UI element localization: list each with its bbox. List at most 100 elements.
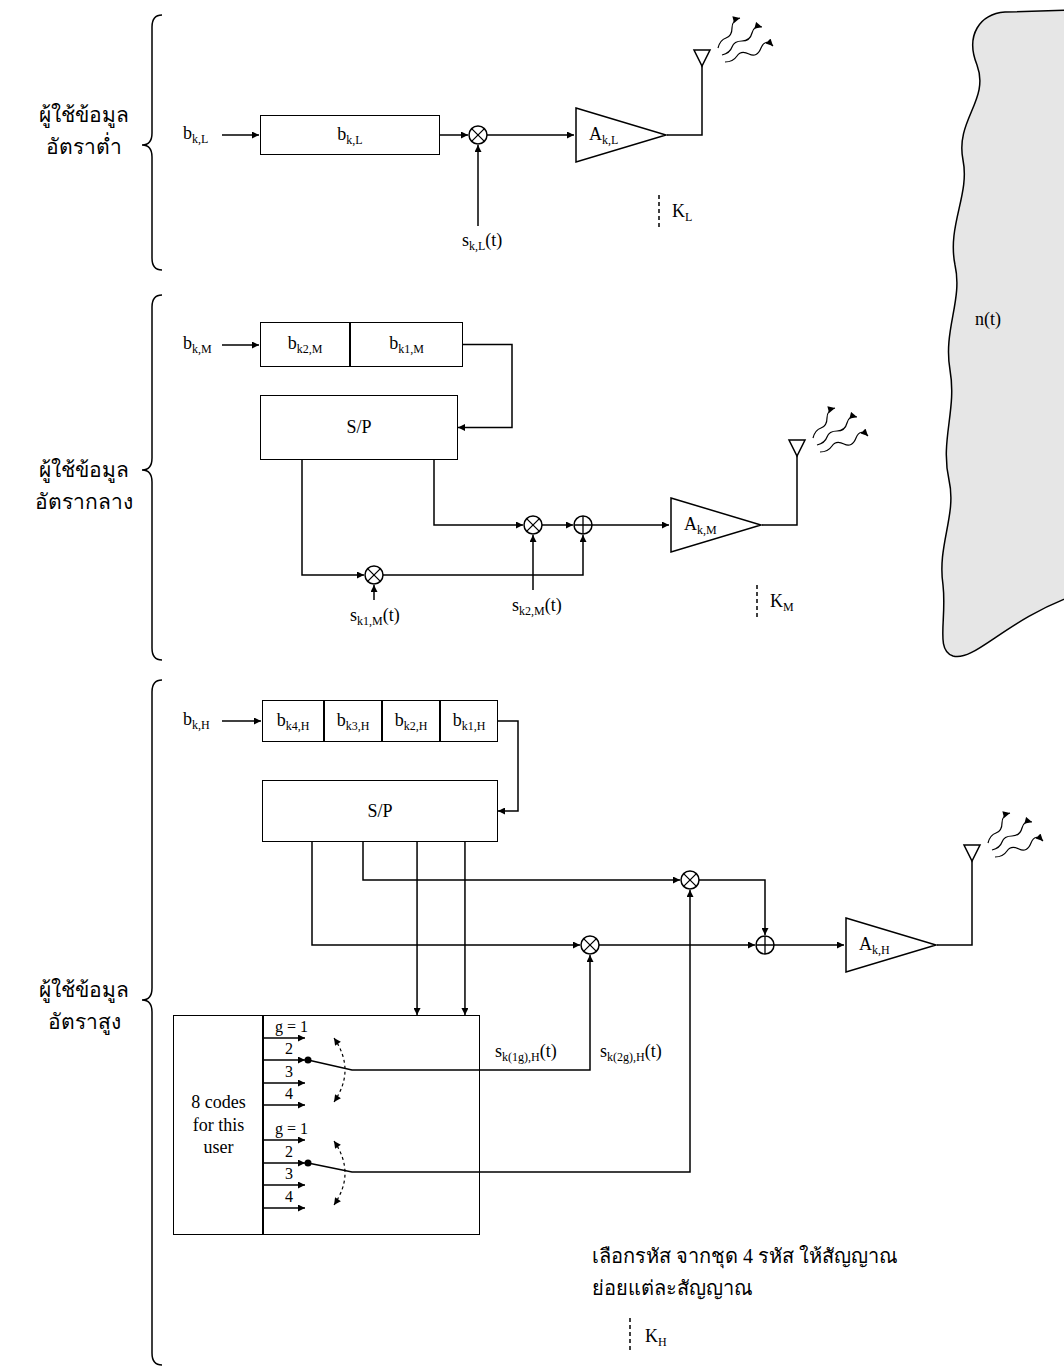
- symbol-letter: A: [859, 934, 872, 954]
- user-group-label: ผู้ใช้ข้อมูล อัตรากลาง: [28, 455, 140, 518]
- symbol-subscript: k2,H: [404, 719, 428, 733]
- signal-arrow: [264, 1207, 305, 1209]
- code-index: 4: [285, 1085, 293, 1103]
- user-count-marker: [629, 1318, 631, 1352]
- switch-pivot: [305, 1057, 312, 1167]
- noise-symbol: n(t): [975, 308, 1001, 330]
- multiplier-symbol: [524, 516, 542, 534]
- register-cell: bk3,H: [324, 700, 382, 742]
- code-index: 3: [285, 1165, 293, 1183]
- gain-symbol: Ak,M: [684, 513, 717, 538]
- antenna-symbol: [964, 845, 980, 861]
- amplifier-triangle: Ak,H: [845, 917, 937, 973]
- signal-wire: [222, 134, 259, 136]
- signal-wire: [308, 955, 590, 1070]
- symbol-letter: s: [512, 595, 519, 615]
- symbol-subscript: k1,H: [462, 719, 486, 733]
- signal-arrow: [264, 1139, 305, 1141]
- signal-wire: [373, 585, 375, 600]
- bit-symbol: bk4,H: [277, 709, 310, 734]
- signal-wire: [440, 134, 468, 136]
- group-brace: [142, 15, 162, 270]
- signal-wire: [774, 944, 844, 946]
- noise-cloud-outline: [942, 10, 1064, 657]
- antenna-symbol: [789, 440, 805, 456]
- signal-wire: [434, 460, 523, 525]
- amplifier-outline: [576, 108, 666, 162]
- signal-wire: [532, 535, 534, 590]
- bit-symbol: bk2,M: [288, 332, 323, 357]
- signal-wire: [383, 535, 583, 575]
- signal-arrow: [264, 1162, 305, 1164]
- bit-symbol: bk2,H: [395, 709, 428, 734]
- symbol-subscript: k2,M: [297, 342, 323, 356]
- user-count-marker: [658, 195, 660, 228]
- gain-symbol: Ak,L: [589, 123, 618, 148]
- signal-wire: [308, 890, 690, 1172]
- symbol-letter: K: [672, 201, 685, 221]
- signal-wire: [222, 344, 259, 346]
- symbol-subscript: k,L: [192, 132, 208, 146]
- amplifier-outline: [575, 107, 667, 163]
- signal-arrow: [264, 1104, 305, 1106]
- signal-arrow: [264, 1082, 305, 1084]
- symbol-subscript: k,L: [469, 239, 485, 253]
- symbol-letter: b: [288, 333, 297, 353]
- register-cell: bk1,M: [350, 322, 463, 367]
- spreading-code-label: sk1,M(t): [350, 604, 400, 629]
- code-index: 3: [285, 1063, 293, 1081]
- signal-arrow: [458, 345, 512, 428]
- symbol-argument: (t): [485, 230, 502, 250]
- data-buffer-box: bk,L: [260, 115, 440, 155]
- signal-name: bk,H: [183, 708, 210, 733]
- amplifier-triangle: Ak,L: [575, 107, 667, 163]
- user-count-marker: [756, 585, 758, 618]
- switch-rotation-arc: [334, 1038, 345, 1205]
- multiplier-symbol: [681, 871, 699, 889]
- signal-wire: [937, 845, 972, 945]
- signal-wire: [599, 944, 755, 946]
- register-cell: bk1,H: [440, 700, 498, 742]
- adder-symbol: [756, 936, 774, 954]
- signal-wire: [477, 145, 479, 226]
- symbol-letter: A: [589, 124, 602, 144]
- symbol-letter: b: [183, 709, 192, 729]
- signal-wire: [667, 50, 702, 135]
- switch-pivot: [305, 1160, 312, 1167]
- code-index: 2: [285, 1143, 293, 1161]
- signal-name: bk,L: [183, 122, 208, 147]
- user-count-marker: [630, 195, 757, 1352]
- amplifier-outline: [671, 498, 761, 552]
- symbol-subscript: k3,H: [346, 719, 370, 733]
- symbol-letter: s: [462, 230, 469, 250]
- signal-arrow: [264, 1059, 305, 1061]
- symbol-letter: b: [337, 124, 346, 144]
- signal-arrow: [264, 1184, 305, 1186]
- signal-wire: [222, 720, 261, 722]
- code-selector-box: g = 1234g = 1234: [262, 1015, 480, 1235]
- signal-name: bk,M: [183, 332, 212, 357]
- antenna-symbol: [694, 50, 710, 66]
- bit-symbol: bk1,H: [453, 709, 486, 734]
- signal-wire: [699, 880, 765, 935]
- radio-waves: [813, 408, 868, 452]
- adder-symbol: [574, 516, 592, 534]
- symbol-subscript: k2,M: [519, 604, 545, 618]
- bit-symbol: bk3,H: [337, 709, 370, 734]
- symbol-subscript: k,L: [346, 133, 362, 147]
- noise-cloud: n(t): [935, 10, 1064, 660]
- spreading-code-label: sk(1g),H(t): [495, 1040, 557, 1065]
- signal-wire: [487, 134, 574, 136]
- user-count-label: KL: [672, 200, 692, 225]
- amplifier-triangle: Ak,M: [670, 497, 762, 553]
- symbol-letter: b: [453, 710, 462, 730]
- symbol-letter: K: [645, 1326, 658, 1346]
- symbol-subscript: k,M: [697, 523, 717, 537]
- group-brace: [142, 15, 162, 1365]
- spreading-code-label: sk(2g),H(t): [600, 1040, 662, 1065]
- symbol-letter: b: [277, 710, 286, 730]
- symbol-letter: s: [600, 1041, 607, 1061]
- code-index: g = 1: [275, 1018, 308, 1036]
- switch-pivot: [305, 1057, 312, 1064]
